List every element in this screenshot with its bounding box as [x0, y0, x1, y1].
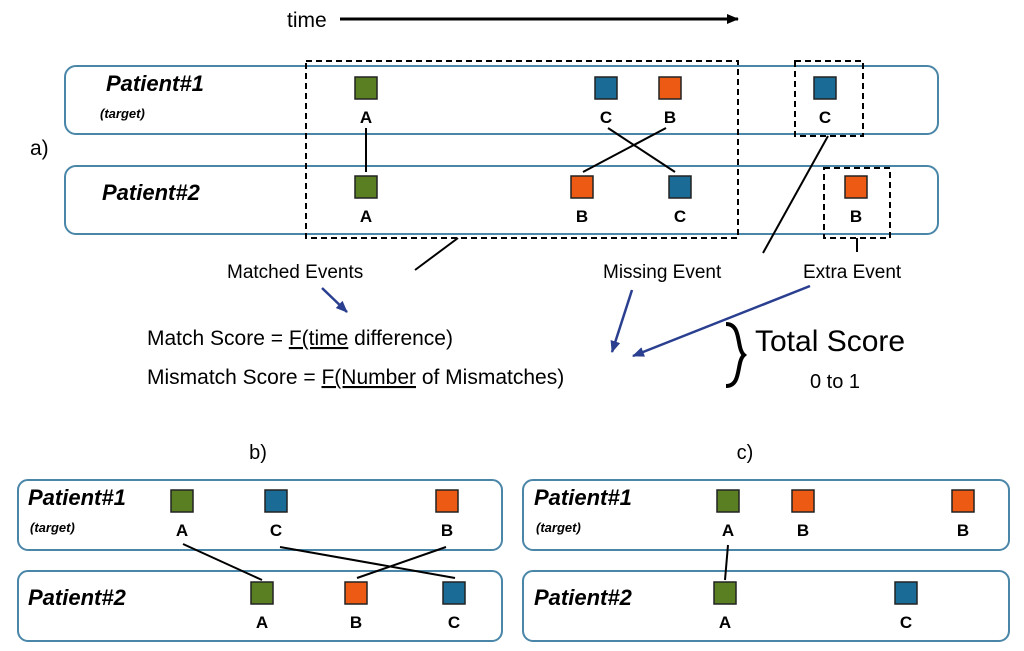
extra-event-b-square: [844, 175, 868, 199]
event-b-square: [435, 489, 459, 513]
event-c-square: [594, 76, 618, 100]
event-a-label: A: [719, 613, 731, 632]
event-b-square: [570, 175, 594, 199]
patient2-row: [64, 165, 939, 235]
matched-events-annotation: Matched Events: [227, 262, 363, 283]
match-link-c: [607, 127, 676, 173]
event-b-label: B: [664, 108, 676, 127]
panel-c: c) Patient#1 (target) Patient#2 A B B A …: [522, 442, 1010, 642]
matched-to-score-arrow: [321, 287, 348, 313]
patient1-row: [64, 65, 939, 135]
event-a-square: [713, 581, 737, 605]
event-b-square: [344, 581, 368, 605]
patient1-name: Patient#1: [28, 485, 126, 510]
event-b-label: B: [350, 613, 362, 632]
patient1-row: [522, 479, 1010, 551]
extra-event-annotation: Extra Event: [803, 262, 902, 283]
match-link-a: [724, 544, 729, 581]
missing-event-annotation: Missing Event: [603, 262, 722, 283]
event-c-label: C: [270, 521, 282, 540]
event-c-square: [442, 581, 466, 605]
event-c-label: C: [600, 108, 612, 127]
matched-pointer-line: [414, 237, 459, 271]
event-a-label: A: [360, 108, 372, 127]
panel-c-label: c): [737, 442, 754, 464]
event-a-square: [170, 489, 194, 513]
total-score-label: Total Score: [755, 325, 905, 358]
match-link-b: [356, 546, 447, 579]
event-c-label: C: [900, 613, 912, 632]
event-b-square: [951, 489, 975, 513]
event-b-label: B: [576, 207, 588, 226]
event-a-label: A: [256, 613, 268, 632]
patient2-row: [522, 570, 1010, 642]
event-a-label: A: [360, 207, 372, 226]
event-a-square: [250, 581, 274, 605]
event-c-label: C: [448, 613, 460, 632]
mismatch-score-formula: Mismatch Score = F(Number of Mismatches): [147, 366, 564, 389]
event-a-label: A: [176, 521, 188, 540]
patient1-target-tag: (target): [536, 520, 581, 535]
patient2-row: [17, 570, 503, 642]
event-c-label: C: [674, 207, 686, 226]
event-b-label: B: [797, 521, 809, 540]
patient1-row: [17, 479, 503, 551]
extra-to-score-arrow: [632, 284, 811, 358]
event-c-square: [264, 489, 288, 513]
total-score-range: 0 to 1: [810, 371, 860, 393]
match-link-c: [279, 546, 456, 579]
match-score-formula: Match Score = F(time difference): [147, 327, 453, 350]
panel-b: b) Patient#1 (target) Patient#2 A C B A …: [17, 442, 503, 642]
patient1-target-tag: (target): [100, 106, 145, 121]
panel-a: a) Patient#1 (target) Patient#2 A C B C …: [30, 60, 939, 393]
event-b-label: B: [441, 521, 453, 540]
total-score-brace: [725, 322, 748, 388]
match-link-a: [182, 543, 263, 581]
event-a-square: [354, 76, 378, 100]
patient2-name: Patient#2: [102, 180, 201, 205]
patient1-name: Patient#1: [106, 71, 204, 96]
panel-b-label: b): [249, 442, 267, 464]
patient1-target-tag: (target): [30, 520, 75, 535]
event-b-square: [658, 76, 682, 100]
extra-event-box: [823, 167, 891, 239]
event-b-square: [791, 489, 815, 513]
event-c-square: [668, 175, 692, 199]
patient2-name: Patient#2: [28, 585, 127, 610]
match-link-b: [582, 127, 667, 173]
missing-event-box: [794, 60, 864, 137]
missing-pointer-line: [762, 135, 829, 254]
patient2-name: Patient#2: [534, 585, 633, 610]
event-c-square: [894, 581, 918, 605]
event-a-label: A: [722, 521, 734, 540]
missing-to-score-arrow: [610, 289, 634, 353]
missing-event-c-label: C: [819, 108, 831, 127]
missing-event-c-square: [813, 76, 837, 100]
panel-a-label: a): [30, 137, 49, 160]
matched-events-box: [305, 60, 739, 239]
event-b-label: B: [957, 521, 969, 540]
event-a-square: [716, 489, 740, 513]
time-label: time: [287, 9, 327, 32]
event-a-square: [354, 175, 378, 199]
patient1-name: Patient#1: [534, 485, 632, 510]
extra-event-b-label: B: [850, 207, 862, 226]
